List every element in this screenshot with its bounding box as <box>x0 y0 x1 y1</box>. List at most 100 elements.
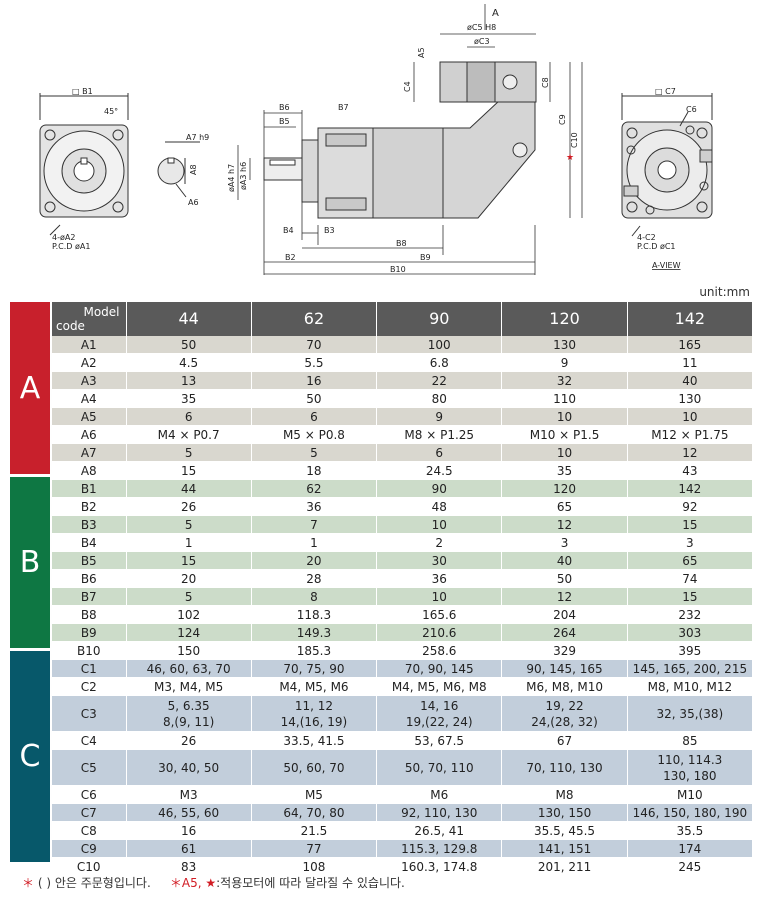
a8-label: A8 <box>189 164 198 175</box>
table-cell: 303 <box>627 623 754 642</box>
table-cell: 70, 90, 145 <box>376 659 503 678</box>
table-cell: 26.5, 41 <box>376 821 503 840</box>
table-cell: 50 <box>126 336 252 354</box>
row-code: B10 <box>52 641 127 660</box>
table-cell: 9 <box>501 353 628 372</box>
pcd-label-left: P.C.D øA1 <box>52 242 90 251</box>
b3-label: B3 <box>324 226 335 235</box>
table-cell: 329 <box>501 641 628 660</box>
table-cell: 160.3, 174.8 <box>376 857 503 876</box>
table-cell: 32 <box>501 371 628 390</box>
table-cell: 1 <box>251 533 378 552</box>
table-cell: 130 <box>501 336 628 354</box>
b10-label: B10 <box>390 265 406 274</box>
row-code: C5 <box>52 749 127 786</box>
table-cell: M8 × P1.25 <box>376 425 503 444</box>
c10-label: C10 <box>570 132 579 148</box>
unit-label: unit:mm <box>699 285 750 299</box>
table-cell: 4.5 <box>126 353 252 372</box>
technical-drawing: □ B1 45° 4-øA2 P.C.D øA1 A7 h9 A8 A6 <box>39 4 713 275</box>
row-code: B8 <box>52 605 127 624</box>
table-cell: 12 <box>501 515 628 534</box>
table-cell: 395 <box>627 641 754 660</box>
table-cell: 1 <box>126 533 252 552</box>
table-cell: 165.6 <box>376 605 503 624</box>
a6-label: A6 <box>188 198 199 207</box>
angle-label: 45° <box>104 107 118 116</box>
table-cell: 5.5 <box>251 353 378 372</box>
table-cell: 146, 150, 180, 190 <box>627 803 754 822</box>
cell-line: 30, 40, 50 <box>158 760 220 775</box>
table-cell: 40 <box>501 551 628 570</box>
table-cell: 10 <box>501 443 628 462</box>
hole-label-right: 4-C2 <box>637 233 656 242</box>
table-cell: 7 <box>251 515 378 534</box>
table-cell: 70, 75, 90 <box>251 659 378 678</box>
table-cell: 21.5 <box>251 821 378 840</box>
b9-label: B9 <box>420 253 431 262</box>
side-view-dimensions <box>237 4 583 275</box>
table-cell: M3 <box>126 785 252 804</box>
table-cell: 92, 110, 130 <box>376 803 503 822</box>
row-code: A5 <box>52 407 127 426</box>
table-cell: 245 <box>627 857 754 876</box>
row-code: A4 <box>52 389 127 408</box>
shaft-end-view <box>157 141 200 198</box>
table-cell: 35 <box>501 461 628 480</box>
row-code: B9 <box>52 623 127 642</box>
cell-line: 110, 114.3 <box>657 752 723 767</box>
row-code: B7 <box>52 587 127 606</box>
table-cell: 70 <box>251 336 378 354</box>
table-cell: 5 <box>126 515 252 534</box>
c9-label: C9 <box>558 114 567 125</box>
table-cell: 3 <box>501 533 628 552</box>
table-cell: 6.8 <box>376 353 503 372</box>
table-cell: 9 <box>376 407 503 426</box>
row-code: C2 <box>52 677 127 696</box>
row-code: A3 <box>52 371 127 390</box>
table-cell: 35.5 <box>627 821 754 840</box>
row-code: C8 <box>52 821 127 840</box>
table-cell: M10 <box>627 785 754 804</box>
table-cell: 30 <box>376 551 503 570</box>
a3-label: øA3 h6 <box>239 162 248 190</box>
header-corner: Model code <box>52 302 127 336</box>
table-cell: 258.6 <box>376 641 503 660</box>
table-cell: 50, 60, 70 <box>251 749 378 786</box>
table-cell: 24.5 <box>376 461 503 480</box>
row-code: C4 <box>52 731 127 750</box>
row-code: A1 <box>52 336 127 354</box>
table-cell: 36 <box>251 497 378 516</box>
table-cell: 16 <box>126 821 252 840</box>
table-cell: 6 <box>126 407 252 426</box>
table-cell: 6 <box>376 443 503 462</box>
row-code: B2 <box>52 497 127 516</box>
a-view-flange <box>621 93 713 237</box>
c8-label: C8 <box>541 77 550 88</box>
table-cell: M6 <box>376 785 503 804</box>
table-cell: 40 <box>627 371 754 390</box>
row-code: B1 <box>52 479 127 498</box>
c7-label: □ C7 <box>655 87 676 96</box>
table-cell: 46, 60, 63, 70 <box>126 659 252 678</box>
table-cell: 32, 35,(38) <box>627 695 754 732</box>
star-mark: ★ <box>566 153 574 163</box>
table-cell: 15 <box>627 515 754 534</box>
table-cell: 124 <box>126 623 252 642</box>
c4-label: C4 <box>403 81 412 92</box>
